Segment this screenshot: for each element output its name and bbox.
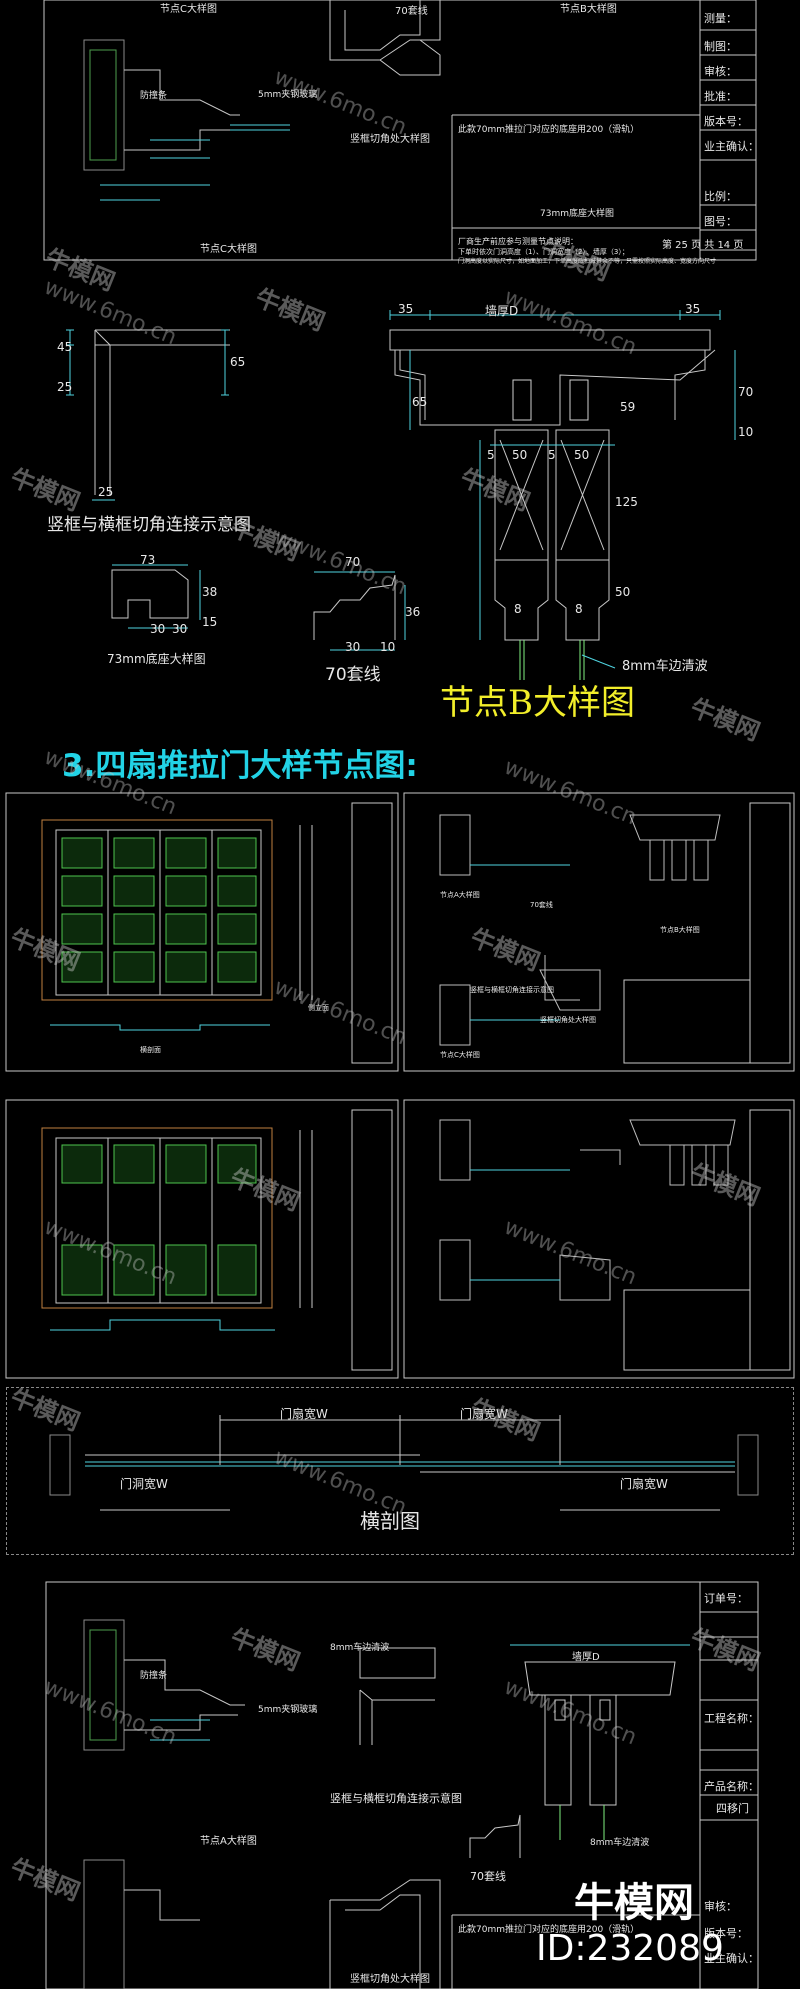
cross-dim-left: 门扇宽W: [280, 1407, 328, 1421]
thumb1-corner: 竖框与横框切角连接示意图: [470, 986, 554, 994]
dim-45: 45: [57, 340, 73, 354]
base-73-caption: 73mm底座大样图: [107, 652, 206, 666]
dim-35-left: 35: [398, 302, 414, 316]
tb4-product-value: 四移门: [716, 1802, 749, 1815]
tb4-project-label: 工程名称：: [704, 1712, 759, 1725]
node-b-title: 节点B大样图: [440, 683, 635, 723]
tb-owner-label: 业主确认：: [704, 140, 759, 153]
sheet4-seal-strip: 防撞条: [140, 1671, 168, 1681]
dim-38: 38: [202, 585, 218, 599]
sheet4-wall-label: 墙厚D: [572, 1652, 600, 1663]
brand-logo: 牛模网: [574, 1880, 694, 1926]
dim-30-c: 30: [345, 640, 361, 654]
dim-65-v: 65: [230, 355, 246, 369]
node-b-top-label: 节点B大样图: [560, 4, 617, 15]
dim-8-a: 8: [514, 602, 522, 616]
note-footer3: 门洞高度以实际尺寸，如地面加工，下单高度应扣减其余不等，只需按照实际高度、宽度方…: [458, 258, 717, 265]
sheet4-glass-8mm: 8mm车边清波: [330, 1643, 390, 1653]
sheet4-note: 此款70mm推拉门对应的底座用200（滑轨）: [458, 1925, 640, 1935]
tb-approve-label: 批准：: [704, 90, 737, 103]
thumb1-node-c: 节点C大样图: [440, 1051, 480, 1059]
wall-thickness-label: 墙厚D: [485, 304, 519, 318]
dim-30-b: 30: [172, 622, 188, 636]
thumb1-elev: 侧立面: [308, 1004, 329, 1012]
dim-59: 59: [620, 400, 636, 414]
tb4-version-label: 版本号：: [704, 1927, 748, 1940]
section-3-title: 3.四扇推拉门大样节点图:: [62, 748, 418, 784]
cross-dim-center: 门扇宽W: [460, 1407, 508, 1421]
dim-70-right: 70: [738, 385, 754, 399]
dim-50-c: 50: [615, 585, 631, 599]
seal-strip-label: 防撞条: [140, 91, 168, 101]
tb-drawing-no-label: 图号：: [704, 215, 737, 228]
cross-dim-bottom-right: 门扇宽W: [620, 1477, 668, 1491]
glass-5mm-label: 5mm夹钢玻璃: [258, 90, 318, 100]
dim-5-a: 5: [487, 448, 495, 462]
thumb1-trim: 70套线: [530, 901, 553, 909]
tb-version-label: 版本号：: [704, 115, 748, 128]
sheet4-corner-caption: 竖框与横框切角连接示意图: [330, 1792, 462, 1805]
tb-page-label: 第 25 页 共 14 页: [662, 240, 744, 251]
thumb1-plan: 横剖面: [140, 1046, 161, 1054]
dim-10-right: 10: [738, 425, 754, 439]
node-c-label: 节点C大样图: [200, 244, 257, 255]
tb-review-label: 审核：: [704, 65, 737, 78]
trim-70-caption: 70套线: [325, 665, 381, 685]
dim-15: 15: [202, 615, 218, 629]
sheet4-glass-5mm: 5mm夹钢玻璃: [258, 1705, 318, 1715]
dim-125: 125: [615, 495, 638, 509]
dim-73: 73: [140, 553, 156, 567]
tb-measure-label: 测量：: [704, 12, 737, 25]
dim-50-a: 50: [512, 448, 528, 462]
thumb1-node-a: 节点A大样图: [440, 891, 480, 899]
dim-65-node-b: 65: [412, 395, 428, 409]
note-footer2: 下单时依次门洞高度（1）、门洞宽度（2）、墙厚（3）；: [458, 248, 629, 256]
tb4-review-label: 审核：: [704, 1900, 737, 1913]
dim-30-a: 30: [150, 622, 166, 636]
thumb1-node-b: 节点B大样图: [660, 926, 700, 934]
thumb1-corner2: 竖框切角处大样图: [540, 1016, 596, 1024]
sheet4-trim70: 70套线: [470, 1870, 506, 1883]
tb4-order-label: 订单号：: [704, 1592, 748, 1605]
sheet4-glass-8mm-b: 8mm车边清波: [590, 1838, 650, 1848]
node-c-top-label: 节点C大样图: [160, 4, 217, 15]
dim-70-trim: 70: [345, 555, 361, 569]
sheet4-corner-detail: 竖框切角处大样图: [350, 1974, 430, 1985]
dim-8-b: 8: [575, 602, 583, 616]
dim-25-h: 25: [98, 485, 114, 499]
cross-dim-bottom-left: 门洞宽W: [120, 1477, 168, 1491]
dim-36: 36: [405, 605, 421, 619]
trim70-top-label: 70套线: [395, 6, 428, 17]
note-base-label: 73mm底座大样图: [540, 209, 614, 219]
sheet4-node-a: 节点A大样图: [200, 1836, 257, 1847]
note-footer1: 厂商生产前应参与测量节点说明：: [458, 237, 578, 246]
cross-section-panel: [6, 1387, 794, 1555]
corner-detail-label: 竖框切角处大样图: [350, 134, 430, 145]
corner-connection-caption: 竖框与横框切角连接示意图: [47, 515, 251, 535]
brand-id: ID:232089: [536, 1928, 724, 1969]
tb-draw-label: 制图：: [704, 40, 737, 53]
dim-25-v: 25: [57, 380, 73, 394]
tb-scale-label: 比例：: [704, 190, 737, 203]
cross-section-caption: 横剖图: [360, 1509, 420, 1533]
dim-50-b: 50: [574, 448, 590, 462]
note-line1: 此款70mm推拉门对应的底座用200（滑轨）: [458, 125, 640, 135]
tb4-product-label: 产品名称：: [704, 1780, 759, 1793]
dim-35-right: 35: [685, 302, 701, 316]
dim-10: 10: [380, 640, 396, 654]
dim-5-b: 5: [548, 448, 556, 462]
tb4-owner-label: 业主确认：: [704, 1952, 759, 1965]
glass-8mm-label: 8mm车边清波: [622, 659, 708, 674]
